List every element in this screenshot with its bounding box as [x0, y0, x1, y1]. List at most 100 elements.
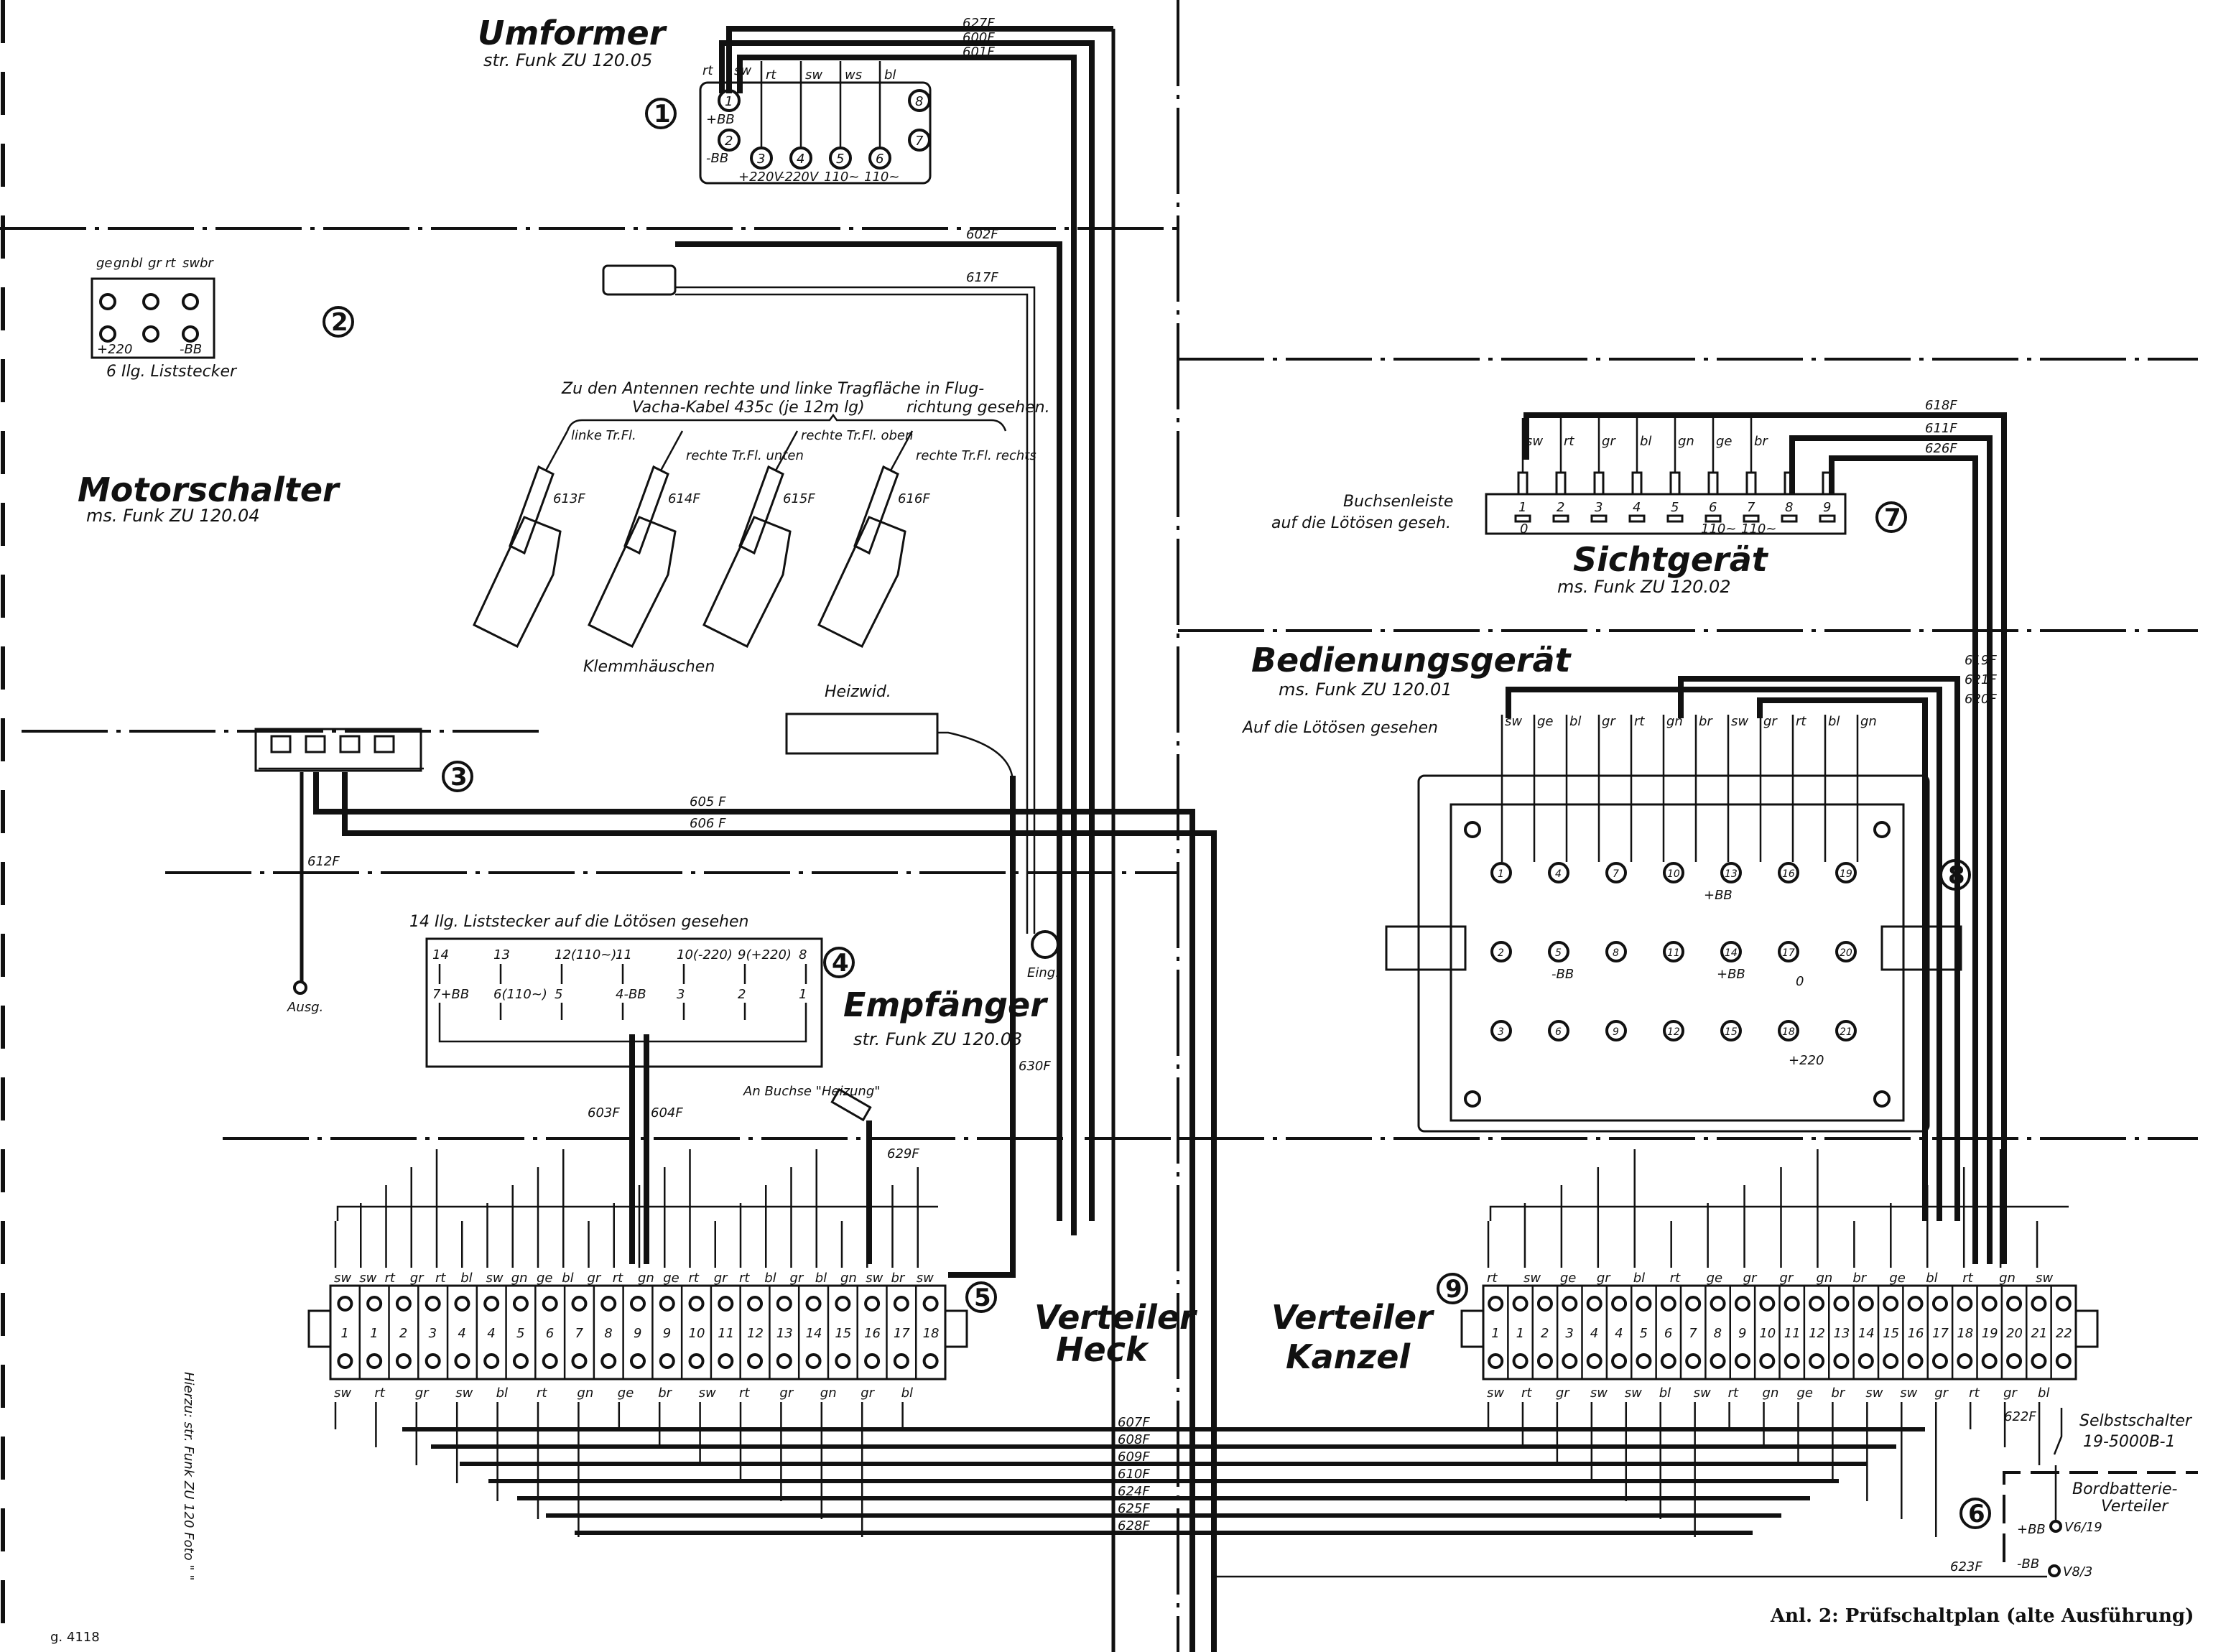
wire-color-label: gn	[1678, 434, 1694, 449]
solder-lug	[1778, 862, 1799, 883]
solder-lug	[1517, 471, 1529, 496]
solder-lug	[1707, 471, 1719, 496]
pin-circle	[182, 293, 199, 310]
wire-color-label: gr	[861, 1386, 875, 1401]
socket	[1628, 514, 1646, 523]
terminal-number: 7	[1689, 1326, 1697, 1341]
pin-number: 7	[915, 134, 924, 149]
bordbatterie-unit: 622F Selbstschalter 19-5000B-1 6 Bordbat…	[1214, 1408, 2198, 1579]
terminal-number: 4	[487, 1326, 495, 1341]
wire-color-label: sw	[1900, 1386, 1917, 1401]
empfaenger-subtitle: str. Funk ZU 120.03	[853, 1029, 1022, 1049]
antenna-heading: Vacha-Kabel 435c (je 12m lg)	[632, 399, 865, 417]
terminal-screw	[512, 1353, 529, 1369]
terminal-screw	[1636, 1353, 1652, 1369]
wire-color-label: gr	[1602, 434, 1616, 449]
terminal-screw	[600, 1353, 617, 1369]
pin-number: 6(110~)	[493, 987, 547, 1002]
terminal-number: 3	[429, 1326, 437, 1341]
wire-color-label: sw	[805, 68, 822, 83]
solder-lug	[1720, 1020, 1742, 1041]
terminal-screw	[864, 1296, 881, 1312]
wire-color-label: bl	[764, 1271, 776, 1286]
wire-color-label: bl	[496, 1386, 508, 1401]
cable-label: 620F	[1965, 692, 1997, 707]
pin-note: +BB	[1717, 967, 1745, 982]
cable-label: 613F	[553, 491, 585, 506]
wire-color-label: ge	[96, 256, 113, 271]
unit-number: 6	[1968, 1500, 1985, 1528]
wire-color-label: bl	[460, 1271, 472, 1286]
terminal-screw	[1957, 1296, 1973, 1312]
terminal-screw	[1685, 1296, 1702, 1312]
antenna-terminal-housing	[817, 516, 906, 649]
pin-number: 2	[1557, 500, 1564, 515]
terminal-screw	[1759, 1296, 1776, 1312]
socket	[1552, 514, 1569, 523]
cable-label: 618F	[1925, 398, 1957, 413]
harness	[336, 1205, 938, 1221]
connector-label: 14 Ilg. Liststecker auf die Lötösen gese…	[409, 913, 748, 931]
terminal-screw	[571, 1296, 588, 1312]
terminal-number: 8	[1714, 1326, 1722, 1341]
solder-lug	[1605, 1020, 1627, 1041]
pin-number: 2	[1498, 947, 1504, 959]
terminal-screw	[542, 1296, 558, 1312]
unit-number: 2	[331, 308, 348, 337]
pin-number: 15	[1725, 1026, 1738, 1038]
terminal-number: 13	[776, 1326, 793, 1341]
solder-lug	[1720, 941, 1742, 962]
terminal-screw	[1784, 1296, 1800, 1312]
wire-color-label: rt	[739, 1271, 750, 1286]
harness	[1489, 1205, 2069, 1221]
wire-color-label: br	[1699, 714, 1713, 729]
solder-lug	[1593, 471, 1605, 496]
wire-color-label: rt	[1521, 1386, 1532, 1401]
terminal-number: 1	[1516, 1326, 1524, 1341]
wire-color-label: gn	[577, 1386, 593, 1401]
unit-3: 3 605 F 606 F 612F Ausg.	[254, 728, 1217, 1652]
wire-color-label: gn	[840, 1271, 857, 1286]
cable-label: 604F	[651, 1105, 683, 1120]
mounting-hole	[1873, 1090, 1891, 1108]
terminal-number: 17	[1932, 1326, 1949, 1341]
mounting-hole	[1873, 821, 1891, 838]
unit-number: 9	[1445, 1275, 1462, 1304]
solder-lug	[1548, 862, 1569, 883]
antenna-label: rechte Tr.Fl. oben	[801, 428, 913, 443]
unit-number: 7	[1884, 504, 1901, 532]
wire-color-label: bl	[1659, 1386, 1671, 1401]
wire-color-label: gn	[1816, 1271, 1832, 1286]
wire-color-label: rt	[1962, 1271, 1973, 1286]
pin-number: 7+BB	[432, 987, 469, 1002]
terminal-number: 11	[718, 1326, 734, 1341]
wire-color-label: gn	[1860, 714, 1877, 729]
terminal-number: 18	[923, 1326, 940, 1341]
solder-lug	[1490, 1020, 1512, 1041]
terminal-number: 1	[1491, 1326, 1499, 1341]
wire-color-label: gr	[1597, 1271, 1611, 1286]
cable-label: 605 F	[690, 794, 726, 809]
pin-note: -BB	[1552, 967, 1574, 982]
antenna-label: linke Tr.Fl.	[571, 428, 636, 443]
pin-number: 7	[1613, 868, 1619, 880]
pin-circle	[99, 325, 116, 343]
wire-color-label: sw	[917, 1271, 934, 1286]
terminal-label: V8/3	[2063, 1564, 2092, 1579]
antenna-lead	[774, 430, 799, 471]
harness	[438, 1020, 807, 1043]
pin-number: 2	[738, 987, 746, 1002]
solder-lug	[1720, 862, 1742, 883]
pin-number: 21	[1840, 1026, 1852, 1038]
motorschalter-subtitle: ms. Funk ZU 120.04	[86, 506, 260, 526]
pin-socket	[374, 735, 395, 753]
terminal-screw	[659, 1296, 675, 1312]
pin-circle	[142, 325, 159, 343]
figure-caption: Anl. 2: Prüfschaltplan (alte Ausführung)	[1770, 1605, 2194, 1627]
pin-socket	[270, 735, 292, 753]
pin-number: 19	[1840, 868, 1852, 880]
cable-label: 616F	[898, 491, 930, 506]
mounting-hole	[1464, 821, 1481, 838]
